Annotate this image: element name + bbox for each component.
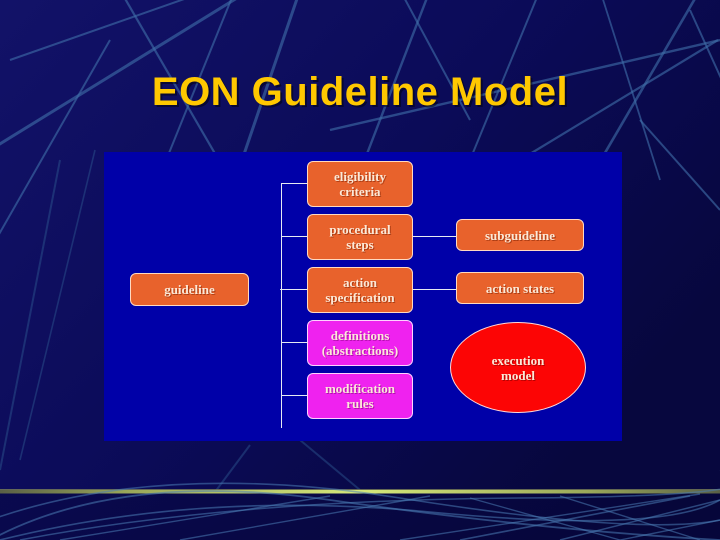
line-1: eligibility [334, 169, 386, 184]
connector-trunk-to-modification-rules [281, 395, 308, 396]
line-2: specification [325, 290, 395, 305]
node-guideline-label: guideline [164, 282, 215, 297]
connector-trunk-to-definitions [281, 342, 308, 343]
eon-guideline-diagram: guideline eligibility criteria procedura… [104, 152, 622, 441]
node-action-specification-label: action specification [325, 275, 394, 305]
line-2: rules [346, 396, 374, 411]
connector-trunk-to-procedural-steps [281, 236, 308, 237]
line-1: modification [324, 381, 396, 396]
node-action-specification[interactable]: action specification [307, 267, 413, 313]
node-execution-model[interactable]: execution model [450, 322, 586, 413]
slide-title: EON Guideline Model [151, 70, 569, 114]
connector-procedural-steps-to-subguideline [412, 236, 456, 237]
line-1: action [343, 275, 377, 290]
connector-trunk-to-eligibility-criteria [281, 183, 308, 184]
node-action-states-label: action states [485, 280, 555, 296]
node-modification-rules-label: modification rules [325, 381, 395, 411]
node-procedural-steps-label: procedural steps [329, 222, 390, 252]
node-definitions[interactable]: definitions (abstractions) [307, 320, 413, 366]
line-1: definitions [330, 328, 390, 343]
line-1: execution [491, 352, 545, 368]
node-procedural-steps[interactable]: procedural steps [307, 214, 413, 260]
node-action-states[interactable]: action states [456, 272, 584, 304]
node-modification-rules[interactable]: modification rules [307, 373, 413, 419]
line-2: criteria [339, 184, 381, 199]
connector-trunk-vertical [281, 183, 282, 428]
line-2: model [501, 367, 535, 383]
node-guideline[interactable]: guideline [130, 273, 249, 306]
node-subguideline-label: subguideline [484, 227, 556, 243]
line-2: (abstractions) [321, 343, 399, 358]
node-execution-model-label: execution model [492, 353, 545, 383]
node-subguideline[interactable]: subguideline [456, 219, 584, 251]
node-definitions-label: definitions (abstractions) [322, 328, 399, 358]
connector-trunk-to-action-specification [281, 289, 308, 290]
line-2: steps [346, 237, 374, 252]
connector-action-specification-to-action-states [412, 289, 456, 290]
node-eligibility-criteria-label: eligibility criteria [334, 169, 386, 199]
line-1: procedural [329, 222, 391, 237]
node-eligibility-criteria[interactable]: eligibility criteria [307, 161, 413, 207]
